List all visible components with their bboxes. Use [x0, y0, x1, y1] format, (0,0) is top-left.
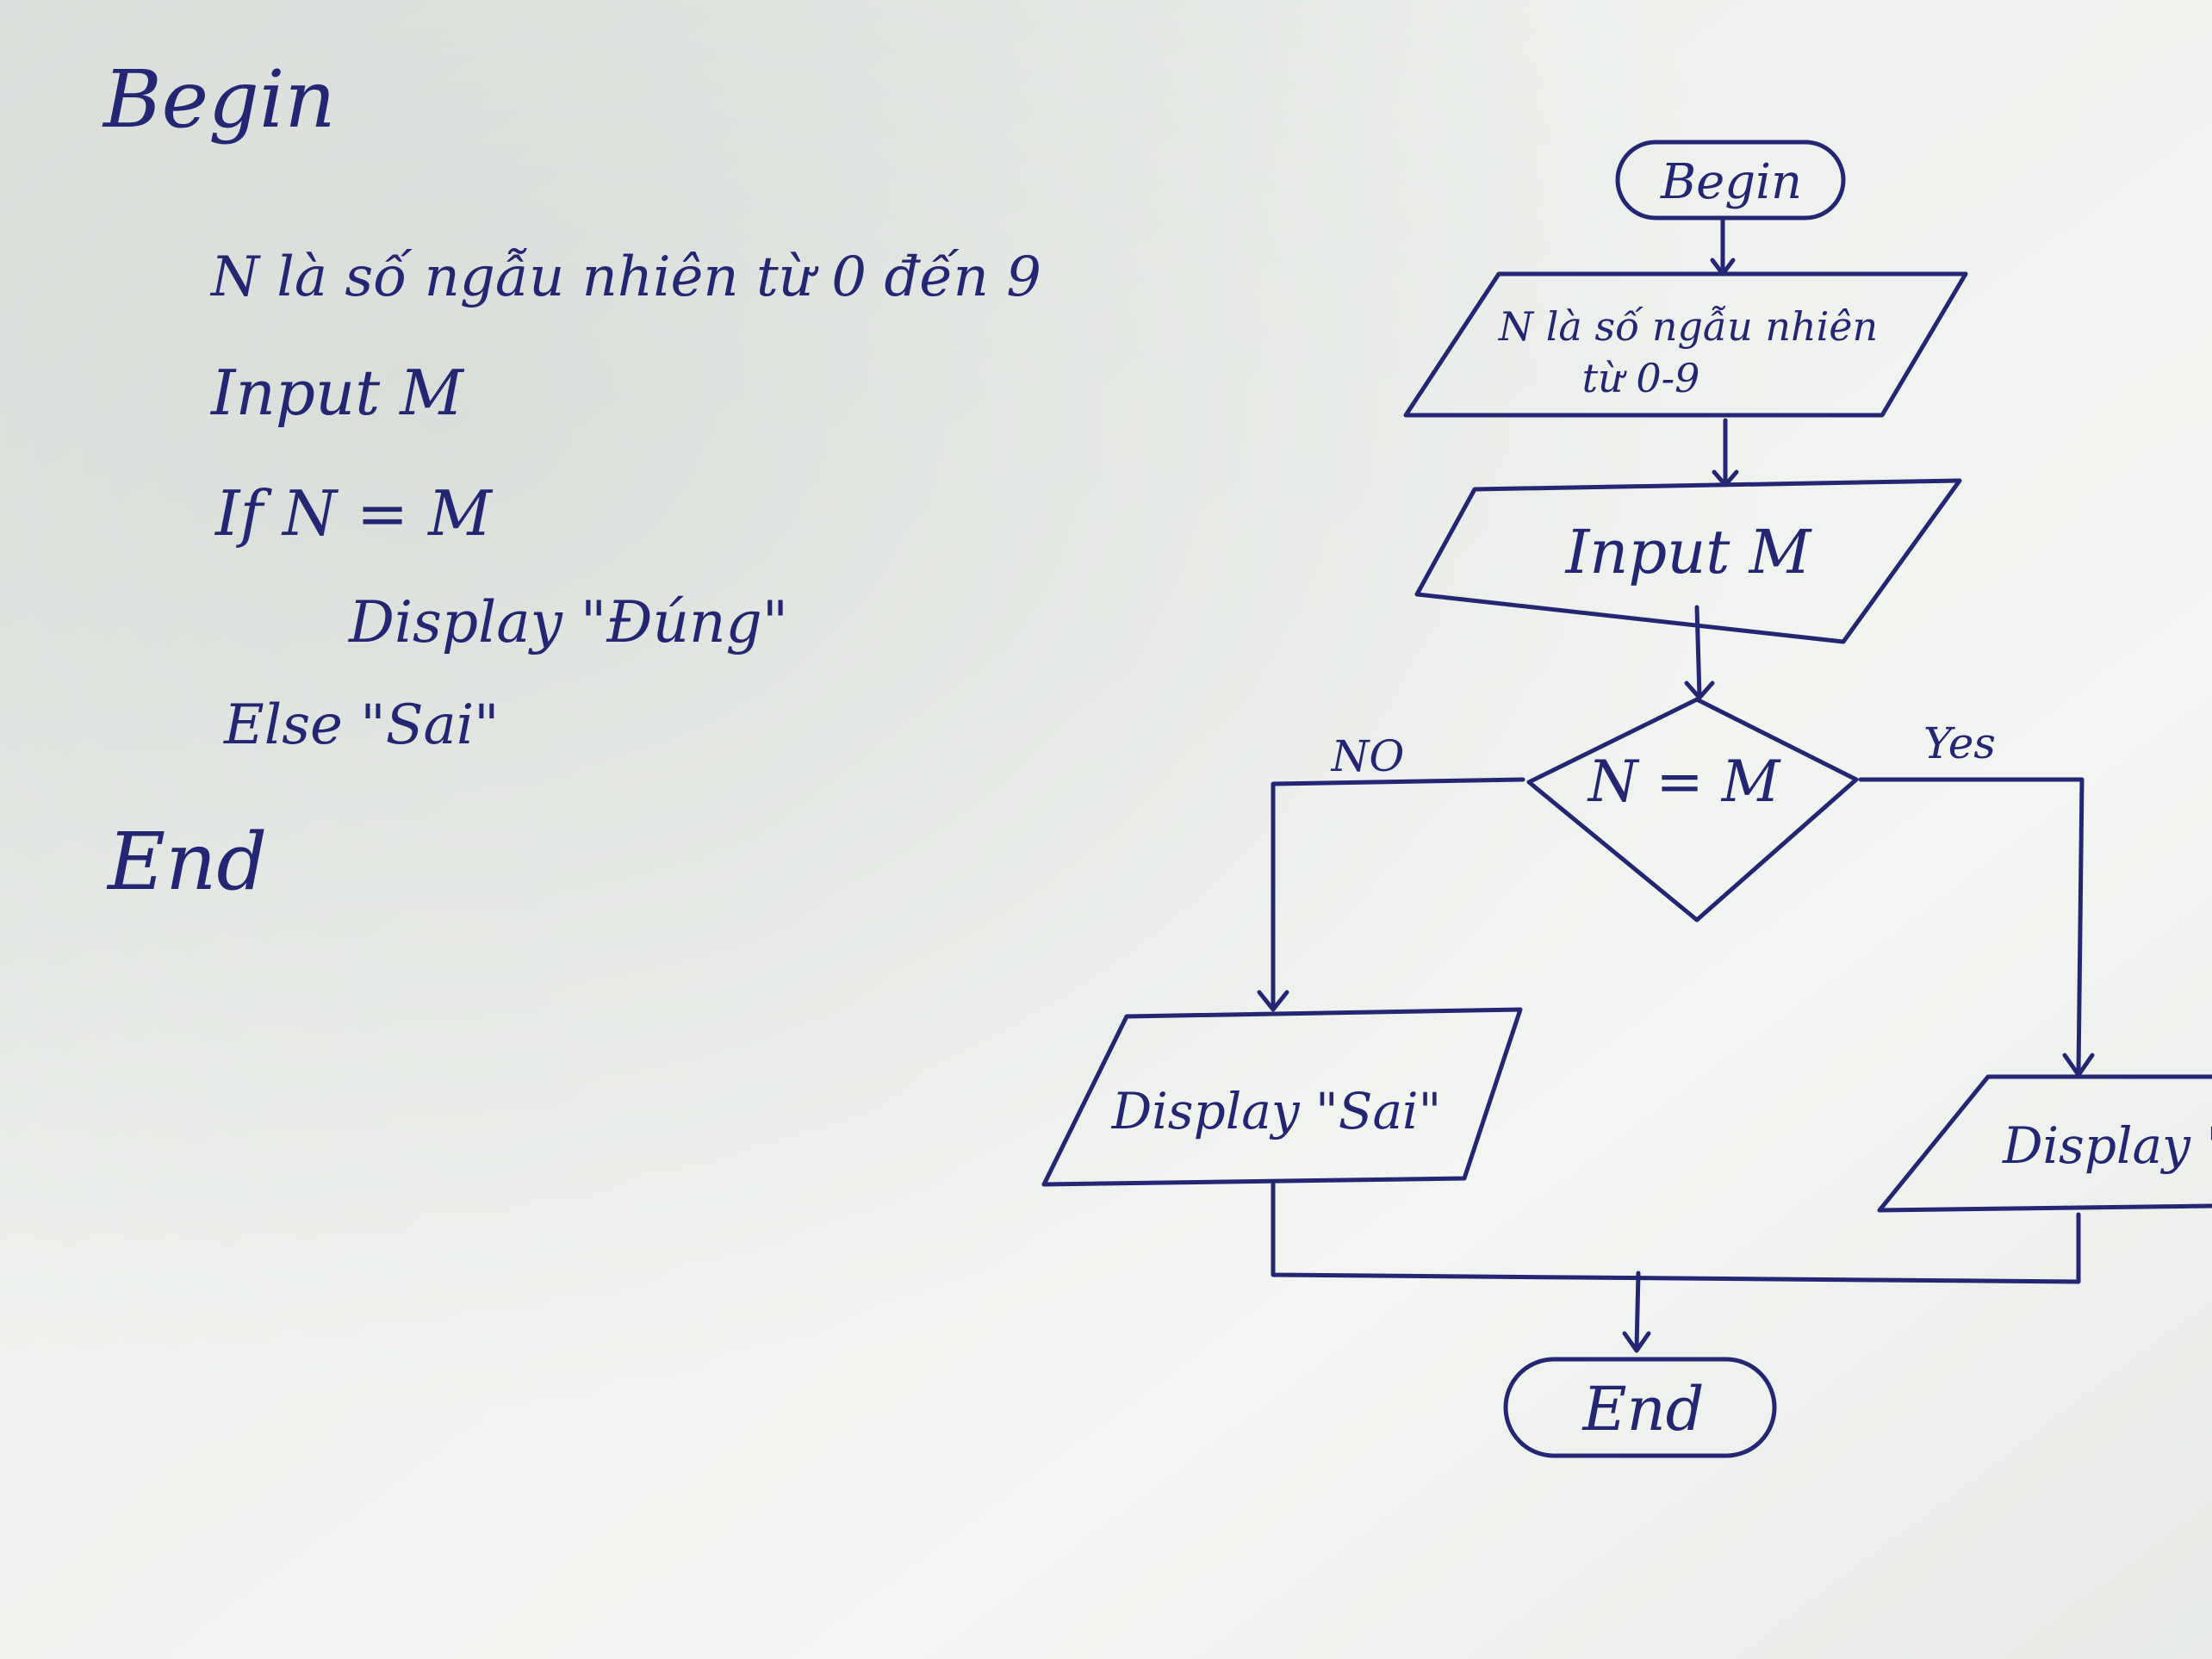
no-branch-line: [1257, 777, 1525, 1012]
input-label: Input M: [1564, 517, 1813, 587]
end-label: End: [1581, 1374, 1705, 1445]
output-no-label: Display "Sai": [1111, 1082, 1442, 1140]
yes-branch-label: Yes: [1923, 718, 1996, 768]
pseudocode-input-line: Input M: [211, 357, 463, 429]
output-yes-label: Display "Đ: [2002, 1116, 2212, 1175]
merge-line: [1271, 1182, 2081, 1284]
decision-label: N = M: [1587, 749, 1781, 815]
pseudocode-random-line: N là số ngẫu nhiên từ 0 đến 9: [211, 245, 1041, 309]
arrow-input-to-decision: [1684, 605, 1715, 700]
output-no-parallelogram: [1041, 1007, 1523, 1187]
pseudocode-display-line: Display "Đúng": [349, 589, 789, 656]
start-terminator: [1615, 140, 1846, 221]
process-parallelogram: [1403, 271, 1968, 418]
arrow-process-to-input: [1712, 418, 1739, 488]
input-parallelogram: [1414, 478, 1962, 644]
output-yes-parallelogram: [1877, 1074, 2212, 1213]
no-branch-label: NO: [1331, 731, 1405, 781]
yes-branch-line: [1858, 777, 2095, 1078]
start-label: Begin: [1660, 154, 1802, 210]
end-terminator: [1503, 1357, 1777, 1458]
process-label-line2: từ 0-9: [1582, 355, 1700, 401]
pseudocode-if-line: If N = M: [215, 477, 492, 550]
decision-diamond: [1526, 697, 1859, 923]
arrow-start-to-process: [1710, 215, 1736, 276]
process-label-line1: N là số ngẫu nhiên: [1498, 303, 1878, 350]
pseudocode-begin: Begin: [103, 53, 336, 146]
pseudocode-end: End: [108, 816, 268, 908]
arrow-to-end: [1622, 1271, 1651, 1353]
pseudocode-else-line: Else "Sai": [224, 693, 500, 757]
